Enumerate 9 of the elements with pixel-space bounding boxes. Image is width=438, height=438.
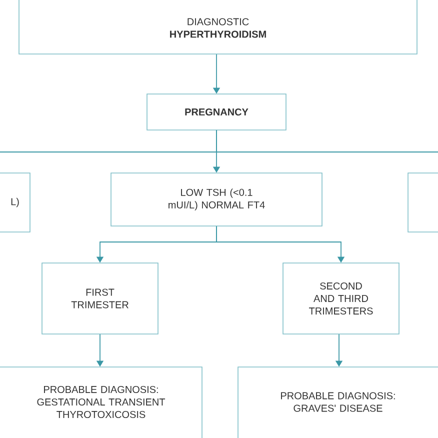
process-box: PREGNANCY	[146, 94, 286, 130]
process-box: PROBABLE DIAGNOSIS: GESTATIONAL TRANSIENT THYROTOXICOSIS	[0, 366, 202, 438]
process-box: DIAGNOSTIC HYPERTHYROIDISM	[18, 0, 418, 54]
process-box: L)	[0, 172, 30, 232]
process-box: PROBABLE DIAGNOSIS: GRAVES' DISEASE	[238, 366, 438, 438]
process-box: LOW TSH (<0.1 mUI/L) NORMAL FT4	[110, 172, 322, 226]
process-box	[408, 172, 438, 232]
process-box: SECOND AND THIRD TRIMESTERS	[282, 262, 400, 334]
process-box: FIRST TRIMESTER	[42, 262, 158, 334]
